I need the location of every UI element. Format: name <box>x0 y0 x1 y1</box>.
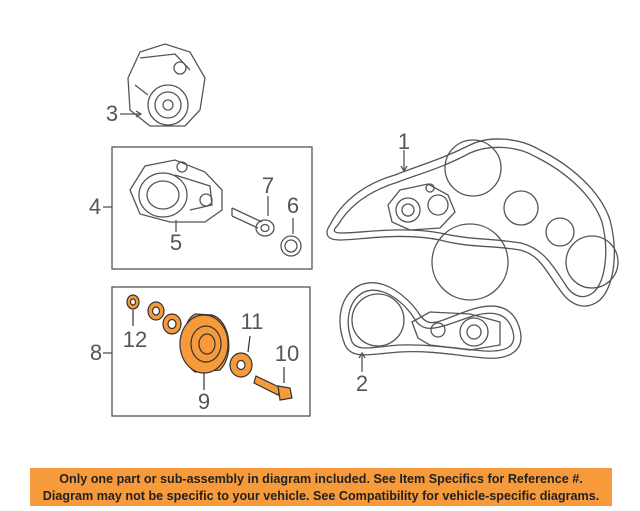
spacer-ring-b <box>162 313 182 335</box>
subassembly-box-4 <box>111 146 313 270</box>
tensioner-part5 <box>129 159 223 223</box>
spacer-ring-a <box>147 301 165 321</box>
callout-1: 1 <box>397 129 411 154</box>
callout-7: 7 <box>261 173 275 198</box>
parts-diagram <box>103 43 619 417</box>
callout-8: 8 <box>89 340 103 365</box>
disclaimer-line-2: Diagram may not be specific to your vehi… <box>42 489 600 503</box>
callout-6: 6 <box>286 193 300 218</box>
callout-2: 2 <box>355 371 369 396</box>
callout-11: 11 <box>240 309 264 334</box>
washer-part12 <box>126 294 140 310</box>
callout-12: 12 <box>122 327 148 352</box>
subassembly-box-8 <box>111 286 311 417</box>
tensioner-assembly-part3 <box>127 43 206 127</box>
tensioner-on-belt1 <box>387 183 456 231</box>
serpentine-belt-part2 <box>339 282 522 359</box>
callout-10: 10 <box>274 341 300 366</box>
disclaimer-line-1: Only one part or sub-assembly in diagram… <box>59 472 583 486</box>
idler-pulley-part9 <box>179 313 230 374</box>
callout-4: 4 <box>88 194 102 219</box>
callout-5: 5 <box>169 230 183 255</box>
disclaimer-banner: Only one part or sub-assembly in diagram… <box>30 468 612 506</box>
callout-3: 3 <box>105 101 119 126</box>
serpentine-belt-part1 <box>326 138 619 307</box>
bolt-part7 <box>231 207 275 237</box>
bolt-part10 <box>253 375 293 401</box>
callout-9: 9 <box>197 389 211 414</box>
washer-part11 <box>229 352 253 378</box>
cap-part6 <box>280 235 302 257</box>
